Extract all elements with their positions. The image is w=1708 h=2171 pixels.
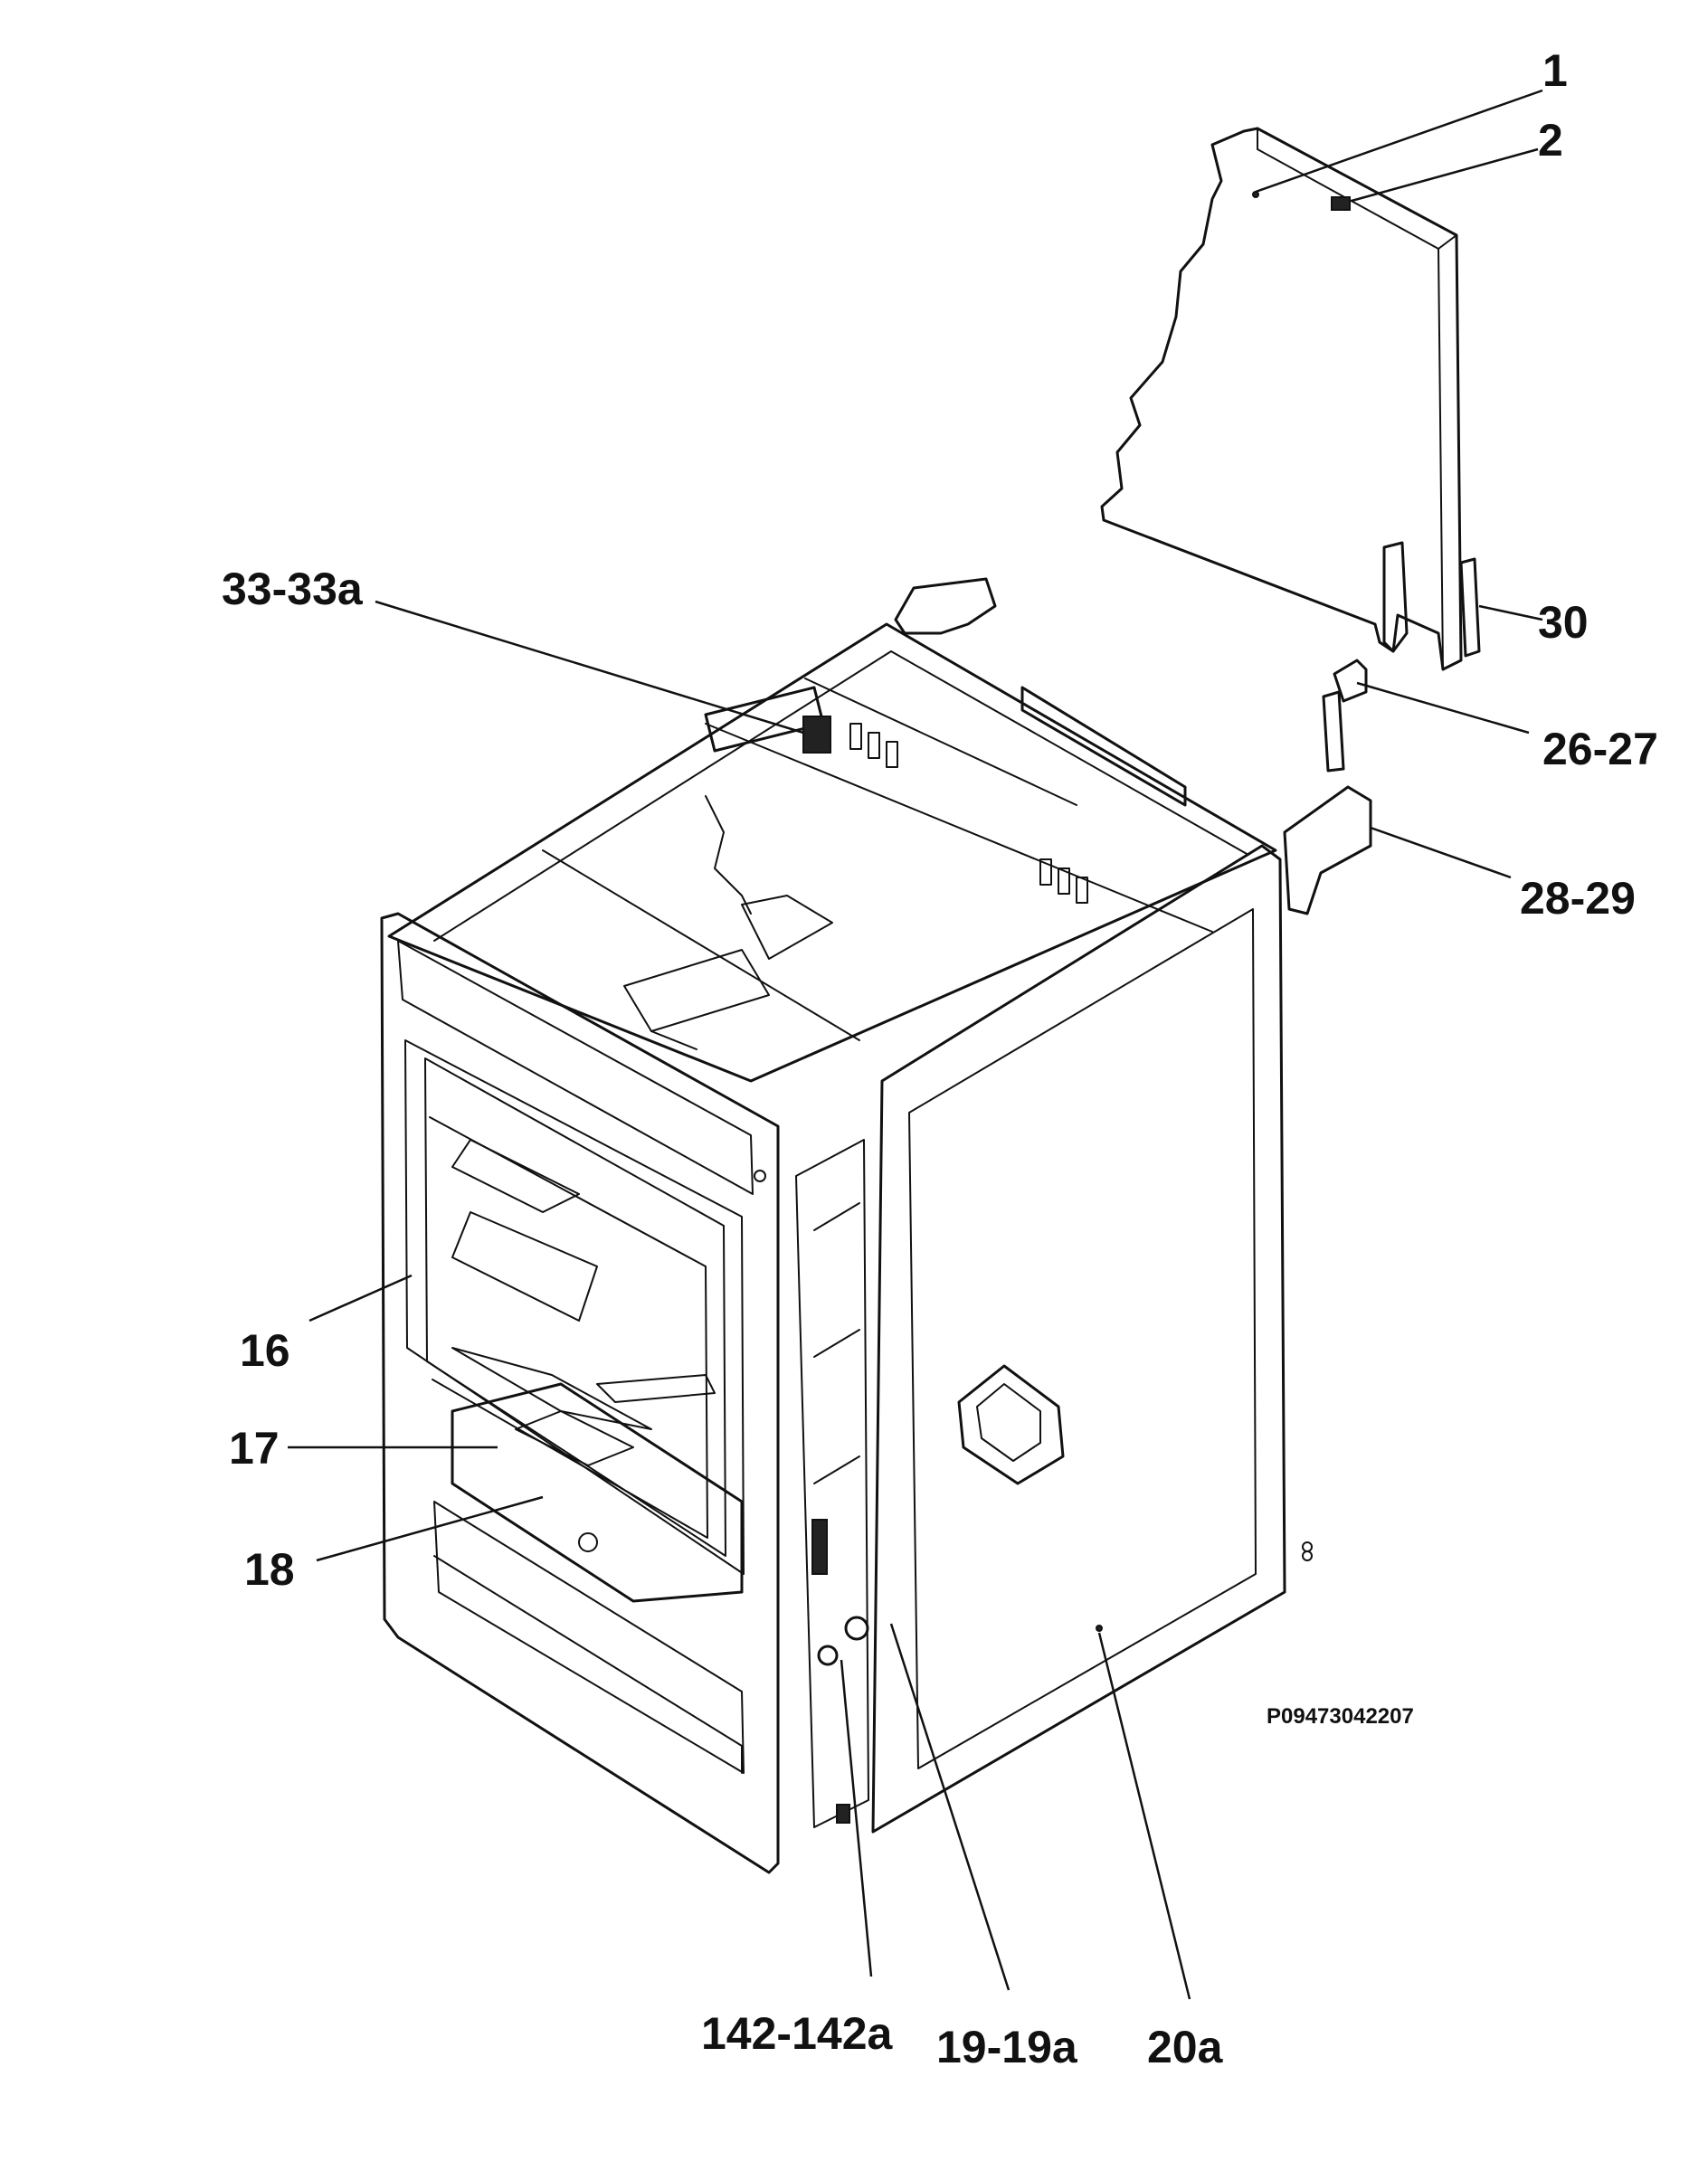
panel-clip-2 bbox=[1331, 196, 1351, 211]
appliance-body bbox=[387, 577, 1277, 1083]
fastener-142-142a bbox=[811, 1519, 828, 1575]
callout-20a: 20a bbox=[1147, 2022, 1224, 2072]
leader-20a bbox=[1097, 1632, 1191, 2000]
sensor-33-33a bbox=[802, 716, 831, 754]
front-frame-outline bbox=[380, 912, 780, 1874]
leader-30 bbox=[1478, 604, 1543, 621]
divider-panel bbox=[795, 1139, 869, 1828]
callout-19-19a: 19-19a bbox=[936, 2022, 1078, 2072]
lower-panel bbox=[433, 1501, 745, 1774]
element-18 bbox=[515, 1410, 634, 1466]
side-panel-20a bbox=[871, 844, 1313, 1834]
leader-18 bbox=[316, 1495, 544, 1562]
callout-2: 2 bbox=[1538, 115, 1563, 166]
top-rail bbox=[1020, 686, 1187, 807]
callout-33-33a: 33-33a bbox=[222, 564, 364, 614]
rear-bracket bbox=[894, 577, 997, 635]
handle-recess bbox=[957, 1364, 1065, 1485]
hinge-bracket-28-29 bbox=[1283, 785, 1372, 915]
callout-28-29: 28-29 bbox=[1520, 873, 1636, 924]
leader-26-27 bbox=[1356, 681, 1530, 735]
middle-divider bbox=[795, 1139, 869, 1828]
callout-16: 16 bbox=[240, 1325, 290, 1376]
leader-28-29 bbox=[1370, 826, 1512, 879]
callout-labels: 1 2 30 26-27 28-29 33-33a 16 17 18 142-1… bbox=[222, 45, 1658, 2072]
front-frame bbox=[380, 912, 780, 1874]
reference-code: P09473042207 bbox=[1267, 1704, 1414, 1729]
leader-33-33a bbox=[375, 600, 804, 735]
control-strip bbox=[397, 940, 754, 1195]
side-panel-outline bbox=[871, 844, 1286, 1834]
callout-17: 17 bbox=[229, 1423, 280, 1474]
panel-screw-1 bbox=[1252, 191, 1259, 198]
leader-1 bbox=[1255, 89, 1543, 194]
top-cover-panel bbox=[1100, 127, 1463, 671]
leader-142-142a bbox=[840, 1659, 873, 1977]
leader-2 bbox=[1351, 147, 1539, 203]
leader-lines bbox=[288, 89, 1543, 2000]
callout-1: 1 bbox=[1542, 45, 1568, 96]
callout-26-27: 26-27 bbox=[1542, 724, 1658, 774]
oven-opening-16 bbox=[404, 1039, 745, 1575]
bottom-tray-17 bbox=[451, 1382, 744, 1603]
leader-19-19a bbox=[889, 1623, 1011, 1991]
callout-30: 30 bbox=[1538, 597, 1589, 648]
callout-142-142a: 142-142a bbox=[701, 2008, 893, 2059]
hinge-bracket-30 bbox=[1459, 557, 1481, 658]
callout-18: 18 bbox=[244, 1544, 295, 1595]
hinge-lever-26-27 bbox=[1333, 659, 1368, 703]
leader-16 bbox=[308, 1274, 413, 1323]
hinge-plate bbox=[1382, 541, 1409, 653]
hinge-arm-26-27 bbox=[1322, 690, 1345, 773]
bushing-19-19a bbox=[844, 1616, 869, 1641]
hinge-assembly bbox=[1283, 541, 1481, 915]
top-frame bbox=[387, 622, 1277, 1083]
